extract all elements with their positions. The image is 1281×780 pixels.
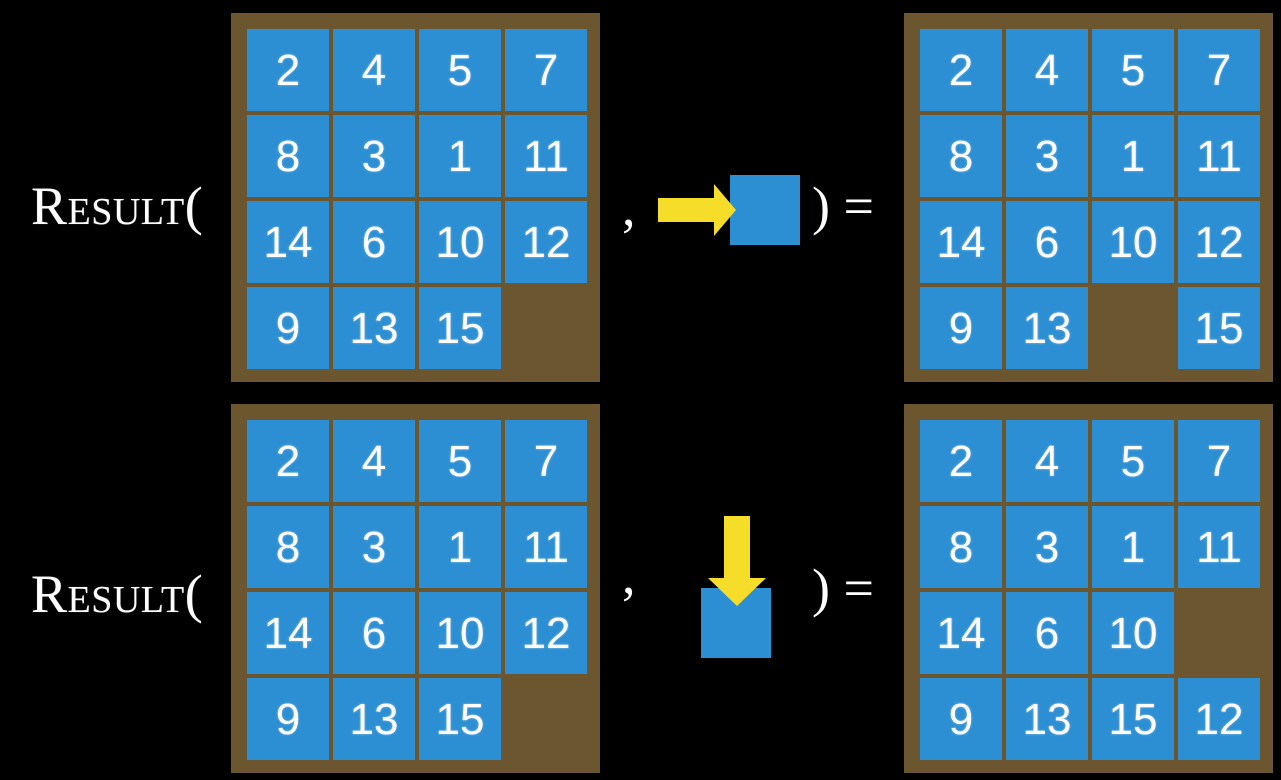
puzzle-tile[interactable]: 15 xyxy=(419,678,501,760)
puzzle-tile[interactable]: 15 xyxy=(419,287,501,369)
puzzle-tile[interactable]: 11 xyxy=(1178,115,1260,197)
puzzle-tile[interactable]: 6 xyxy=(333,201,415,283)
puzzle-tile[interactable]: 7 xyxy=(1178,420,1260,502)
puzzle-tile[interactable]: 2 xyxy=(920,29,1002,111)
puzzle-tile[interactable]: 13 xyxy=(333,678,415,760)
result-label-row-2: Result( xyxy=(31,564,204,624)
puzzle-tile-blank xyxy=(1092,287,1174,369)
arrow-down-icon xyxy=(708,516,766,606)
puzzle-tile[interactable]: 1 xyxy=(419,506,501,588)
puzzle-tile[interactable]: 11 xyxy=(505,506,587,588)
puzzle-tile[interactable]: 9 xyxy=(247,678,329,760)
puzzle-tile[interactable]: 4 xyxy=(1006,420,1088,502)
arrow-right-icon xyxy=(658,184,736,236)
puzzle-tile[interactable]: 5 xyxy=(419,420,501,502)
puzzle-tile[interactable]: 11 xyxy=(505,115,587,197)
puzzle-tile[interactable]: 3 xyxy=(333,115,415,197)
puzzle-tile[interactable]: 5 xyxy=(1092,29,1174,111)
puzzle-tile[interactable]: 10 xyxy=(419,201,501,283)
puzzle-tile[interactable]: 3 xyxy=(1006,115,1088,197)
puzzle-tile[interactable]: 9 xyxy=(920,287,1002,369)
puzzle-tile[interactable]: 2 xyxy=(247,29,329,111)
puzzle-tile[interactable]: 1 xyxy=(1092,115,1174,197)
puzzle-tile[interactable]: 3 xyxy=(333,506,415,588)
puzzle-tile[interactable]: 8 xyxy=(247,115,329,197)
puzzle-tile[interactable]: 6 xyxy=(1006,201,1088,283)
puzzle-tile[interactable]: 13 xyxy=(1006,678,1088,760)
puzzle-tile[interactable]: 14 xyxy=(247,592,329,674)
puzzle-tile[interactable]: 3 xyxy=(1006,506,1088,588)
puzzle-tile[interactable]: 9 xyxy=(920,678,1002,760)
puzzle-tile[interactable]: 12 xyxy=(505,201,587,283)
puzzle-tile[interactable]: 12 xyxy=(1178,201,1260,283)
puzzle-tile[interactable]: 4 xyxy=(333,29,415,111)
puzzle-tile-blank xyxy=(1178,592,1260,674)
puzzle-tile[interactable]: 4 xyxy=(333,420,415,502)
puzzle-tile[interactable]: 12 xyxy=(505,592,587,674)
blank-tile-icon xyxy=(730,175,800,245)
puzzle-tile[interactable]: 1 xyxy=(1092,506,1174,588)
move-right-glyph xyxy=(652,168,804,252)
puzzle-tile[interactable]: 2 xyxy=(920,420,1002,502)
puzzle-tile[interactable]: 7 xyxy=(1178,29,1260,111)
puzzle-tile-blank xyxy=(505,678,587,760)
close-paren-equals-row-2: ) = xyxy=(812,558,874,618)
puzzle-tile[interactable]: 10 xyxy=(419,592,501,674)
puzzle-tile[interactable]: 5 xyxy=(1092,420,1174,502)
puzzle-tile[interactable]: 1 xyxy=(419,115,501,197)
puzzle-tile[interactable]: 13 xyxy=(1006,287,1088,369)
puzzle-tile[interactable]: 9 xyxy=(247,287,329,369)
puzzle-tile[interactable]: 5 xyxy=(419,29,501,111)
result-label-row-1: Result( xyxy=(31,176,204,236)
puzzle-tile[interactable]: 14 xyxy=(920,592,1002,674)
puzzle-tile[interactable]: 10 xyxy=(1092,592,1174,674)
puzzle-tile[interactable]: 15 xyxy=(1092,678,1174,760)
puzzle-tile[interactable]: 8 xyxy=(920,506,1002,588)
move-down-glyph xyxy=(694,508,780,664)
puzzle-tile[interactable]: 8 xyxy=(920,115,1002,197)
puzzle-tile[interactable]: 6 xyxy=(1006,592,1088,674)
puzzle-tile[interactable]: 15 xyxy=(1178,287,1260,369)
puzzle-tile[interactable]: 14 xyxy=(247,201,329,283)
puzzle-tile[interactable]: 8 xyxy=(247,506,329,588)
puzzle-tile[interactable]: 2 xyxy=(247,420,329,502)
comma-separator-row-2: , xyxy=(622,545,636,605)
puzzle-tile[interactable]: 11 xyxy=(1178,506,1260,588)
close-paren-equals-row-1: ) = xyxy=(812,176,874,236)
puzzle-tile[interactable]: 10 xyxy=(1092,201,1174,283)
puzzle-tile[interactable]: 4 xyxy=(1006,29,1088,111)
puzzle-tile[interactable]: 7 xyxy=(505,420,587,502)
comma-separator-row-1: , xyxy=(622,177,636,237)
puzzle-tile[interactable]: 13 xyxy=(333,287,415,369)
puzzle-tile[interactable]: 12 xyxy=(1178,678,1260,760)
puzzle-tile[interactable]: 7 xyxy=(505,29,587,111)
puzzle-tile[interactable]: 14 xyxy=(920,201,1002,283)
puzzle-tile-blank xyxy=(505,287,587,369)
puzzle-tile[interactable]: 6 xyxy=(333,592,415,674)
